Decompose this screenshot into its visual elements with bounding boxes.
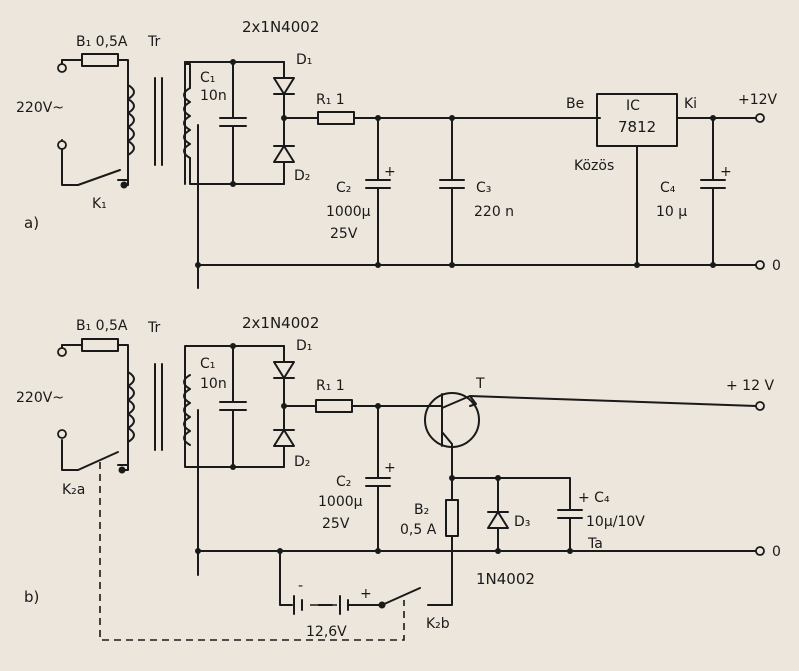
c2-label-b: C₂ xyxy=(336,474,351,490)
transformer-core xyxy=(154,77,163,166)
output-plus-terminal-b xyxy=(755,401,765,411)
switch-b-label: K₂b xyxy=(426,616,450,632)
d1-label-b: D₁ xyxy=(296,338,312,354)
ta-label: Ta xyxy=(587,536,603,552)
diode-type-label: 2x1N4002 xyxy=(242,18,319,36)
mains-terminal-top-b xyxy=(57,347,67,357)
ic-name: IC xyxy=(626,98,640,114)
switch-a-label: K₂a xyxy=(62,482,85,498)
fuse-b2 xyxy=(445,499,459,537)
mains-terminal-top xyxy=(57,63,67,73)
r1-label: R₁ 1 xyxy=(316,92,345,108)
c4-plus: + xyxy=(720,164,732,180)
d1-label: D₁ xyxy=(296,52,312,68)
battery-plus: + xyxy=(360,586,372,602)
c2-plus: + xyxy=(384,164,396,180)
mains-label-b: 220V~ xyxy=(16,390,64,406)
capacitor-c2-b xyxy=(365,405,391,552)
r1-label-b: R₁ 1 xyxy=(316,378,345,394)
mains-terminal-bottom-b xyxy=(57,429,67,439)
diode-d2-b xyxy=(273,424,295,468)
ic-part: 7812 xyxy=(618,118,656,136)
d2-label-b: D₂ xyxy=(294,454,310,470)
capacitor-c1-b xyxy=(219,345,247,468)
diode-d3 xyxy=(487,477,509,552)
part-label-b: b) xyxy=(24,588,39,606)
c1-label-b: C₁ xyxy=(200,356,215,372)
fuse-b1 xyxy=(81,53,119,67)
primary-wiring xyxy=(61,59,129,186)
d3-type-label: 1N4002 xyxy=(476,570,535,588)
transistor-label: T xyxy=(475,376,485,392)
output-zero-terminal xyxy=(755,260,765,270)
c3-label: C₃ xyxy=(476,180,491,196)
circuit-b: b) B₁ 0,5A Tr 220V~ K₂a 2x1N4002 C₁ 10n … xyxy=(16,314,781,641)
transformer-label: Tr xyxy=(147,34,160,50)
switch-k1 xyxy=(77,169,121,186)
fuse-label: B₁ 0,5A xyxy=(76,34,128,50)
transformer-core-b xyxy=(154,363,163,451)
b2-value: 0,5 A xyxy=(400,522,437,538)
capacitor-c4-b xyxy=(557,499,583,552)
diode-d1-b xyxy=(273,345,295,426)
switch-linkage xyxy=(99,462,405,641)
c2-label: C₂ xyxy=(336,180,351,196)
capacitor-c3 xyxy=(439,117,465,266)
c4-value: 10 µ xyxy=(656,204,687,220)
battery-minus: - xyxy=(298,578,303,594)
battery-label: 12,6V xyxy=(306,624,347,640)
d3-label: D₃ xyxy=(514,514,530,530)
battery xyxy=(293,595,383,615)
ic-in-label: Be xyxy=(566,96,584,112)
fuse-b1-b xyxy=(81,338,119,352)
mains-label: 220V~ xyxy=(16,100,64,116)
c3-value: 220 n xyxy=(474,204,514,220)
transformer-label-b: Tr xyxy=(147,320,160,336)
circuit-a: a) B₁ 0,5A Tr 220V~ K₁ 2x1N4002 C₁ 10n D… xyxy=(16,18,781,289)
c4-label: C₄ xyxy=(660,180,676,196)
c1-value-b: 10n xyxy=(200,376,227,392)
out-zero-label-b: 0 xyxy=(772,544,781,560)
resistor-r1-b xyxy=(315,399,353,413)
c4-label-b: + C₄ xyxy=(578,490,610,506)
transformer-primary xyxy=(127,84,135,156)
switch-label: K₁ xyxy=(92,196,107,212)
capacitor-c2 xyxy=(365,117,391,266)
output-zero-terminal-b xyxy=(755,546,765,556)
c2-plus-b: + xyxy=(384,460,396,476)
out-zero-label: 0 xyxy=(772,258,781,274)
out-plus-label: +12V xyxy=(738,92,778,108)
transistor-t xyxy=(424,392,480,448)
ic-out-label: Ki xyxy=(684,96,697,112)
resistor-r1 xyxy=(317,111,355,125)
transformer-primary-b xyxy=(127,371,135,443)
primary-wiring-b xyxy=(61,344,129,471)
capacitor-c1 xyxy=(219,61,247,185)
c2-voltage-b: 25V xyxy=(322,516,350,532)
c1-label: C₁ xyxy=(200,70,215,86)
c4-value-b: 10µ/10V xyxy=(586,514,645,530)
switch-k2a xyxy=(77,451,119,471)
fuse-label-b: B₁ 0,5A xyxy=(76,318,128,334)
d2-label: D₂ xyxy=(294,168,310,184)
part-label-a: a) xyxy=(24,214,39,232)
diode-d1 xyxy=(273,61,295,141)
out-plus-label-b: + 12 V xyxy=(726,378,774,394)
ic-gnd-label: Közös xyxy=(574,158,614,174)
c2-voltage: 25V xyxy=(330,226,358,242)
switch-k2b xyxy=(381,587,421,606)
c2-value-b: 1000µ xyxy=(318,494,363,510)
capacitor-c4 xyxy=(700,117,726,266)
output-plus-terminal xyxy=(755,113,765,123)
diode-d2 xyxy=(273,139,295,185)
mains-terminal-bottom xyxy=(57,140,67,150)
c2-value: 1000µ xyxy=(326,204,371,220)
diode-type-label-b: 2x1N4002 xyxy=(242,314,319,332)
b2-label: B₂ xyxy=(414,502,429,518)
c1-value: 10n xyxy=(200,88,227,104)
